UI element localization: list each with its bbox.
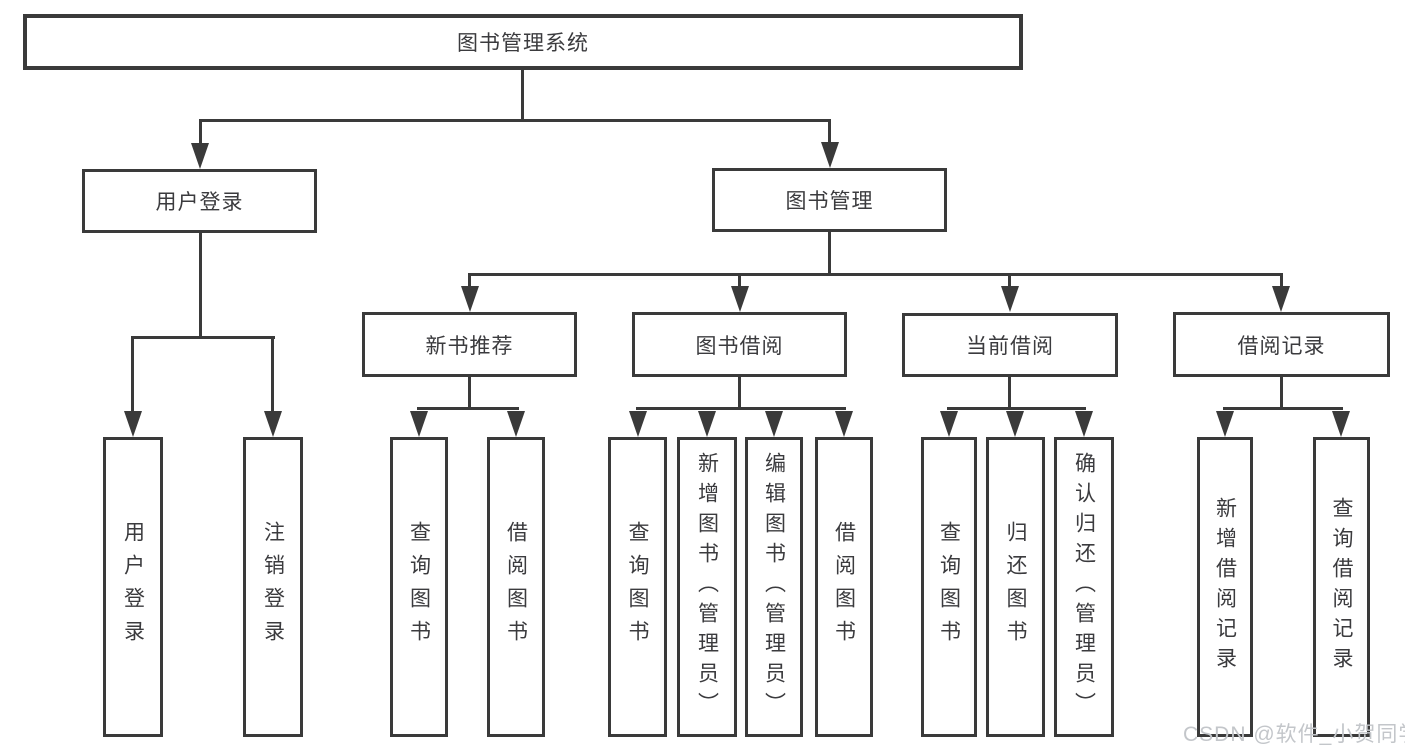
- edge-new-book-rail: [417, 407, 519, 410]
- edge-new-book-drop: [468, 377, 471, 410]
- leaf-bb-query-books: 查询图书: [608, 437, 667, 737]
- node-current-borrowing: 当前借阅: [902, 313, 1118, 377]
- edge-book-borrow-rail: [636, 407, 846, 410]
- edge-stem-borrow-record: [1280, 276, 1283, 288]
- edge-user-login-drop: [199, 233, 202, 339]
- edge-stem-book-borrow: [738, 276, 741, 288]
- node-label: 用户登录: [155, 191, 244, 214]
- arrowhead-cb-return: [1006, 411, 1024, 437]
- arrowhead-book-borrow: [731, 286, 749, 312]
- edge-book-borrow-drop: [738, 377, 741, 410]
- leaf-bb-edit-books-admin: 编辑图书（管理员）: [745, 437, 803, 737]
- leaf-nb-query-books: 查询图书: [390, 437, 448, 737]
- leaf-br-query-record: 查询借阅记录: [1313, 437, 1370, 737]
- node-user-login: 用户登录: [82, 169, 317, 233]
- node-label: 编辑图书（管理员）: [762, 452, 786, 722]
- leaf-cb-query-books: 查询图书: [921, 437, 977, 737]
- arrowhead-user-login: [191, 143, 209, 169]
- edge-current-borrow-rail: [947, 407, 1086, 410]
- arrowhead-borrow-record: [1272, 286, 1290, 312]
- node-label: 查询借阅记录: [1330, 497, 1353, 677]
- node-label: 图书借阅: [695, 334, 784, 358]
- arrowhead-bb-edit: [765, 411, 783, 437]
- node-label: 新增借阅记录: [1213, 497, 1237, 677]
- leaf-cb-return-books: 归还图书: [986, 437, 1045, 737]
- edge-stem-user-login: [199, 122, 202, 145]
- edge-current-borrow-drop: [1008, 377, 1011, 410]
- node-label: 确认归还（管理员）: [1072, 452, 1096, 722]
- node-label: 查询图书: [626, 521, 649, 653]
- node-label: 用户登录: [121, 521, 145, 653]
- node-label: 当前借阅: [966, 335, 1054, 358]
- arrowhead-br-add: [1216, 411, 1234, 437]
- leaf-bb-add-books-admin: 新增图书（管理员）: [677, 437, 737, 737]
- csdn-watermark: CSDN @软件_小贺同学: [1183, 723, 1405, 746]
- node-label: 查询图书: [937, 521, 961, 653]
- arrowhead-br-query: [1332, 411, 1350, 437]
- arrowhead-leaf-user-login: [124, 411, 142, 437]
- node-label: 查询图书: [407, 521, 431, 653]
- arrowhead-leaf-logout: [264, 411, 282, 437]
- node-borrowing-records: 借阅记录: [1173, 312, 1390, 377]
- edge-level2-rail: [468, 273, 1283, 276]
- leaf-bb-borrow-books: 借阅图书: [815, 437, 873, 737]
- node-label: 图书管理系统: [457, 32, 589, 55]
- node-book-management: 图书管理: [712, 168, 947, 232]
- node-label: 新增图书（管理员）: [695, 452, 719, 722]
- arrowhead-book-mgmt: [821, 142, 839, 168]
- leaf-br-add-record: 新增借阅记录: [1197, 437, 1253, 737]
- node-label: 注销登录: [261, 521, 285, 653]
- edge-stem-book-mgmt: [828, 122, 831, 144]
- arrowhead-cb-confirm: [1075, 411, 1093, 437]
- edge-stem-leaf-logout: [271, 336, 274, 412]
- node-label: 借阅图书: [832, 521, 856, 653]
- edge-stem-leaf-user-login: [131, 336, 134, 412]
- arrowhead-new-book: [461, 286, 479, 312]
- edge-stem-current-borrow: [1008, 276, 1011, 288]
- arrowhead-current-borrow: [1001, 286, 1019, 312]
- node-label: 新书推荐: [425, 334, 514, 358]
- node-label: 借阅图书: [504, 521, 528, 653]
- edge-stem-new-book: [468, 276, 471, 288]
- leaf-nb-borrow-books: 借阅图书: [487, 437, 545, 737]
- node-book-borrowing: 图书借阅: [632, 312, 847, 377]
- node-library-management-system: 图书管理系统: [23, 14, 1023, 70]
- edge-user-login-rail: [131, 336, 275, 339]
- arrowhead-bb-query: [629, 411, 647, 437]
- edge-borrow-record-rail: [1223, 407, 1343, 410]
- arrowhead-bb-add: [698, 411, 716, 437]
- node-new-book-recommend: 新书推荐: [362, 312, 577, 377]
- arrowhead-bb-borrow: [835, 411, 853, 437]
- edge-root-drop: [521, 70, 524, 122]
- node-label: 借阅记录: [1237, 334, 1326, 358]
- arrowhead-nb-borrow: [507, 411, 525, 437]
- leaf-user-login: 用户登录: [103, 437, 163, 737]
- leaf-cb-confirm-return-admin: 确认归还（管理员）: [1054, 437, 1114, 737]
- leaf-logout: 注销登录: [243, 437, 303, 737]
- arrowhead-nb-query: [410, 411, 428, 437]
- edge-book-mgmt-drop: [828, 232, 831, 276]
- node-label: 归还图书: [1004, 521, 1027, 653]
- arrowhead-cb-query: [940, 411, 958, 437]
- edge-borrow-record-drop: [1280, 377, 1283, 410]
- node-label: 图书管理: [785, 190, 874, 213]
- edge-level1-rail: [199, 119, 831, 122]
